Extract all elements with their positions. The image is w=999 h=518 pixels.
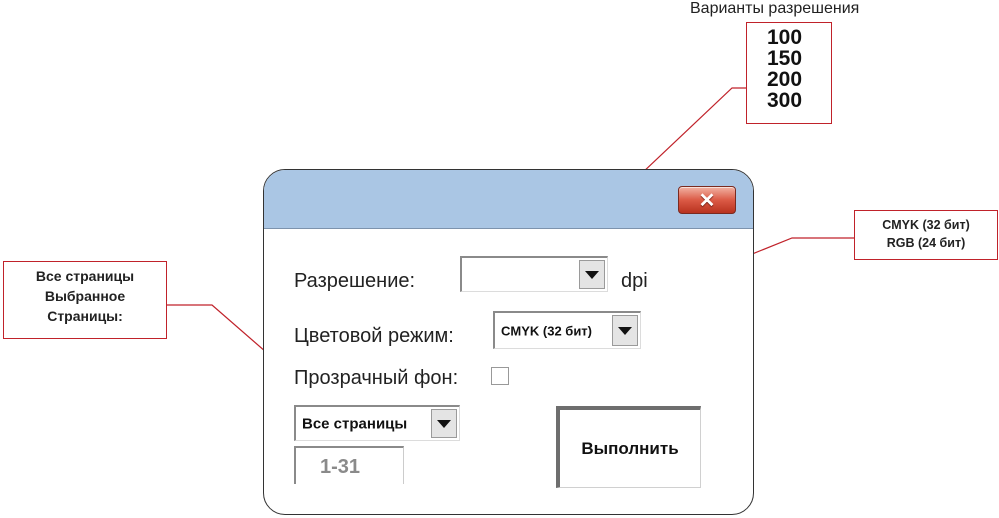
- transparent-background-label: Прозрачный фон:: [294, 367, 459, 389]
- run-button[interactable]: Выполнить: [556, 406, 701, 488]
- page-option: Страницы:: [47, 308, 123, 324]
- resolution-unit: dpi: [621, 270, 648, 292]
- page-option: Выбранное: [44, 288, 126, 304]
- transparent-background-checkbox[interactable]: [491, 367, 509, 385]
- chevron-down-icon[interactable]: [579, 260, 605, 289]
- export-dialog: ✕ Разрешение: dpi Цветовой режим: CMYK (…: [263, 169, 754, 515]
- close-button[interactable]: ✕: [678, 186, 736, 214]
- page-range-input[interactable]: 1-31: [294, 446, 404, 484]
- color-mode-options-callout: CMYK (32 бит) RGB (24 бит): [854, 210, 998, 260]
- pages-select[interactable]: Все страницы: [294, 405, 460, 441]
- color-mode-select-value: CMYK (32 бит): [501, 323, 593, 338]
- resolution-options-title: Варианты разрешения: [690, 0, 860, 17]
- page-option: Все страницы: [35, 268, 135, 284]
- page-options-callout: Все страницы Выбранное Страницы:: [3, 261, 167, 339]
- chevron-down-icon[interactable]: [431, 409, 457, 438]
- dialog-titlebar: ✕: [264, 170, 753, 229]
- resolution-option: 200: [767, 68, 803, 91]
- pages-select-value: Все страницы: [302, 415, 408, 432]
- close-icon: ✕: [698, 189, 716, 212]
- resolution-label: Разрешение:: [294, 270, 416, 292]
- color-mode-label: Цветовой режим:: [294, 325, 454, 347]
- color-mode-option: CMYK (32 бит): [882, 218, 970, 232]
- resolution-option: 100: [767, 26, 803, 49]
- resolution-options-callout: 100 150 200 300: [746, 22, 832, 124]
- color-mode-select[interactable]: CMYK (32 бит): [493, 311, 641, 349]
- chevron-down-icon[interactable]: [612, 315, 638, 346]
- resolution-option: 300: [767, 89, 803, 112]
- resolution-option: 150: [767, 47, 803, 70]
- color-mode-option: RGB (24 бит): [886, 236, 966, 250]
- resolution-select[interactable]: [460, 256, 608, 292]
